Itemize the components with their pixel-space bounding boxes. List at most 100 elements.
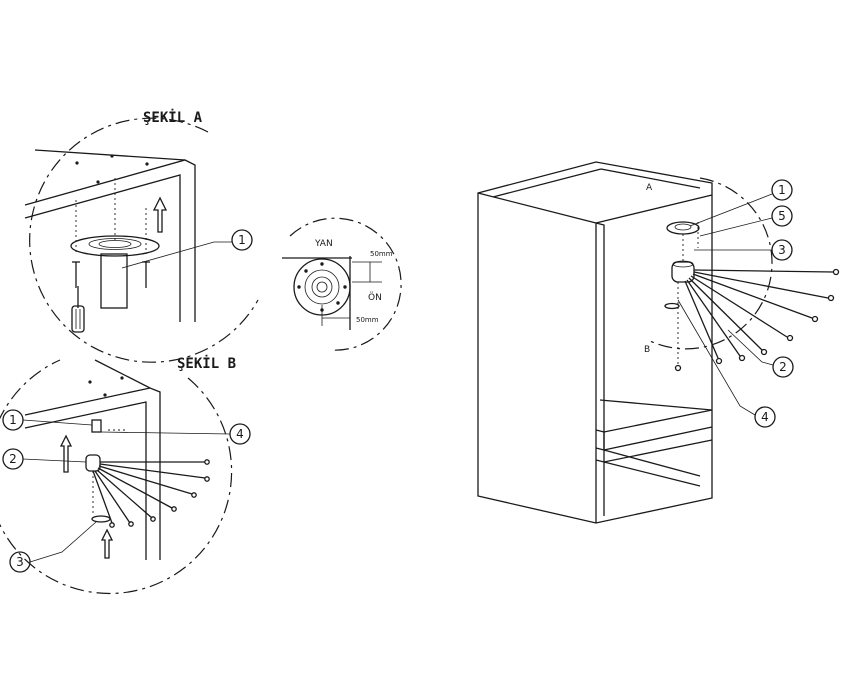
figure-b-panel-inner — [24, 401, 147, 560]
rod — [688, 277, 763, 351]
rod-tip — [811, 315, 819, 323]
rod — [693, 271, 829, 299]
callout-leader — [22, 458, 87, 463]
rod-tip — [171, 506, 177, 512]
rod-tip — [150, 516, 156, 522]
cabinet-side-thickness — [595, 222, 605, 516]
dim-bottom-label: 50mm — [356, 316, 379, 324]
callout-leader — [121, 241, 232, 269]
arrow-up-shape — [59, 434, 73, 473]
callout-leader — [100, 431, 231, 435]
screwdriver-handle — [71, 305, 85, 333]
cabinet-top-front — [595, 194, 713, 224]
callout-3-label: 3 — [778, 243, 786, 257]
cabinet-front-edge — [477, 192, 597, 523]
rod-tip — [674, 364, 682, 372]
rod-tip — [204, 459, 210, 465]
figure-b-hole — [103, 393, 107, 397]
callout-2-label: 2 — [779, 360, 787, 374]
rod-tip — [715, 357, 723, 365]
cabinet-shelf-depth — [603, 449, 701, 477]
figure-b-bracket — [91, 419, 102, 433]
label-b: B — [644, 345, 650, 355]
flange-hole — [336, 301, 340, 305]
label-on: ÖN — [368, 292, 382, 303]
callout-3 — [9, 551, 31, 573]
rod — [96, 469, 153, 519]
rod — [692, 273, 813, 319]
screwdriver-icon — [71, 286, 85, 333]
cabinet-outline — [477, 161, 713, 524]
callout-4 — [754, 406, 776, 428]
arrow-up-icon — [59, 434, 73, 473]
rod — [97, 467, 173, 509]
figure-a-hole — [75, 161, 79, 165]
figure-a-title: ŞEKİL A — [143, 109, 203, 126]
rod-tip — [786, 334, 794, 342]
callout-2 — [772, 356, 794, 378]
cabinet-shelf — [595, 409, 713, 433]
cabinet-detail-circle — [647, 177, 773, 350]
rod — [99, 463, 206, 479]
rod-tip — [109, 522, 115, 528]
callout-leader — [677, 299, 756, 416]
dim-top-label: 50mm — [370, 250, 393, 258]
rod — [686, 279, 741, 357]
figure-a-hole — [110, 154, 114, 158]
rod-tip — [760, 348, 768, 356]
figure-a-flange-bore — [98, 240, 132, 248]
rod — [684, 280, 719, 359]
callout-2 — [2, 448, 24, 470]
callout-1 — [2, 409, 24, 431]
cabinet-inner-line — [599, 399, 713, 411]
callout-4-label: 4 — [761, 410, 769, 424]
flange-top-ring — [311, 276, 333, 298]
figure-a-sleeve — [100, 253, 128, 309]
cabinet-shelf — [595, 439, 713, 463]
callout-leader — [22, 419, 93, 426]
rod — [92, 470, 113, 524]
cabinet-top-back — [492, 168, 602, 198]
cabinet-view: A B — [477, 161, 840, 524]
callout-1 — [771, 179, 793, 201]
callout-leader — [699, 217, 773, 237]
figure-b: ŞEKİL B — [0, 355, 251, 595]
figure-b-bottom-bushing — [91, 515, 111, 523]
flange-top-bore — [316, 281, 328, 293]
cabinet-rod-rack — [684, 268, 840, 365]
flange-hole — [343, 285, 347, 289]
figure-a-detail-circle — [29, 117, 259, 363]
figure-b-hole — [88, 380, 92, 384]
rod-tip — [128, 521, 134, 527]
cabinet-bottom-bushing — [664, 302, 680, 310]
rod — [693, 269, 834, 273]
figure-a-panel-inner — [24, 174, 181, 322]
callout-1 — [231, 229, 253, 251]
callout-5 — [771, 205, 793, 227]
callout-2-label: 2 — [9, 452, 17, 466]
figure-a-panel-edge — [24, 159, 196, 322]
callout-leader — [29, 521, 97, 563]
detail-view: YAN ÖN 50mm 50mm — [282, 217, 402, 351]
flange-hole — [297, 285, 301, 289]
label-yan: YAN — [314, 239, 333, 249]
figure-a-screw — [142, 208, 150, 288]
rod — [98, 465, 193, 495]
callout-1-label: 1 — [238, 233, 246, 247]
label-a: A — [646, 183, 653, 193]
cabinet-hub-top — [672, 260, 694, 268]
rod-tip — [191, 492, 197, 498]
figure-b-rod-rack — [92, 459, 210, 528]
rod-tip — [827, 294, 835, 302]
flange-hole — [304, 269, 308, 273]
figure-a-top-back — [34, 149, 186, 161]
figure-a-screw — [72, 200, 80, 288]
figure-b-panel-edge — [24, 387, 161, 560]
arrow-up-icon — [100, 528, 114, 559]
callout-3 — [771, 239, 793, 261]
figure-a: ŞEKİL A — [24, 109, 259, 363]
rod-tip — [832, 268, 840, 276]
arrow-up-shape — [152, 196, 168, 233]
